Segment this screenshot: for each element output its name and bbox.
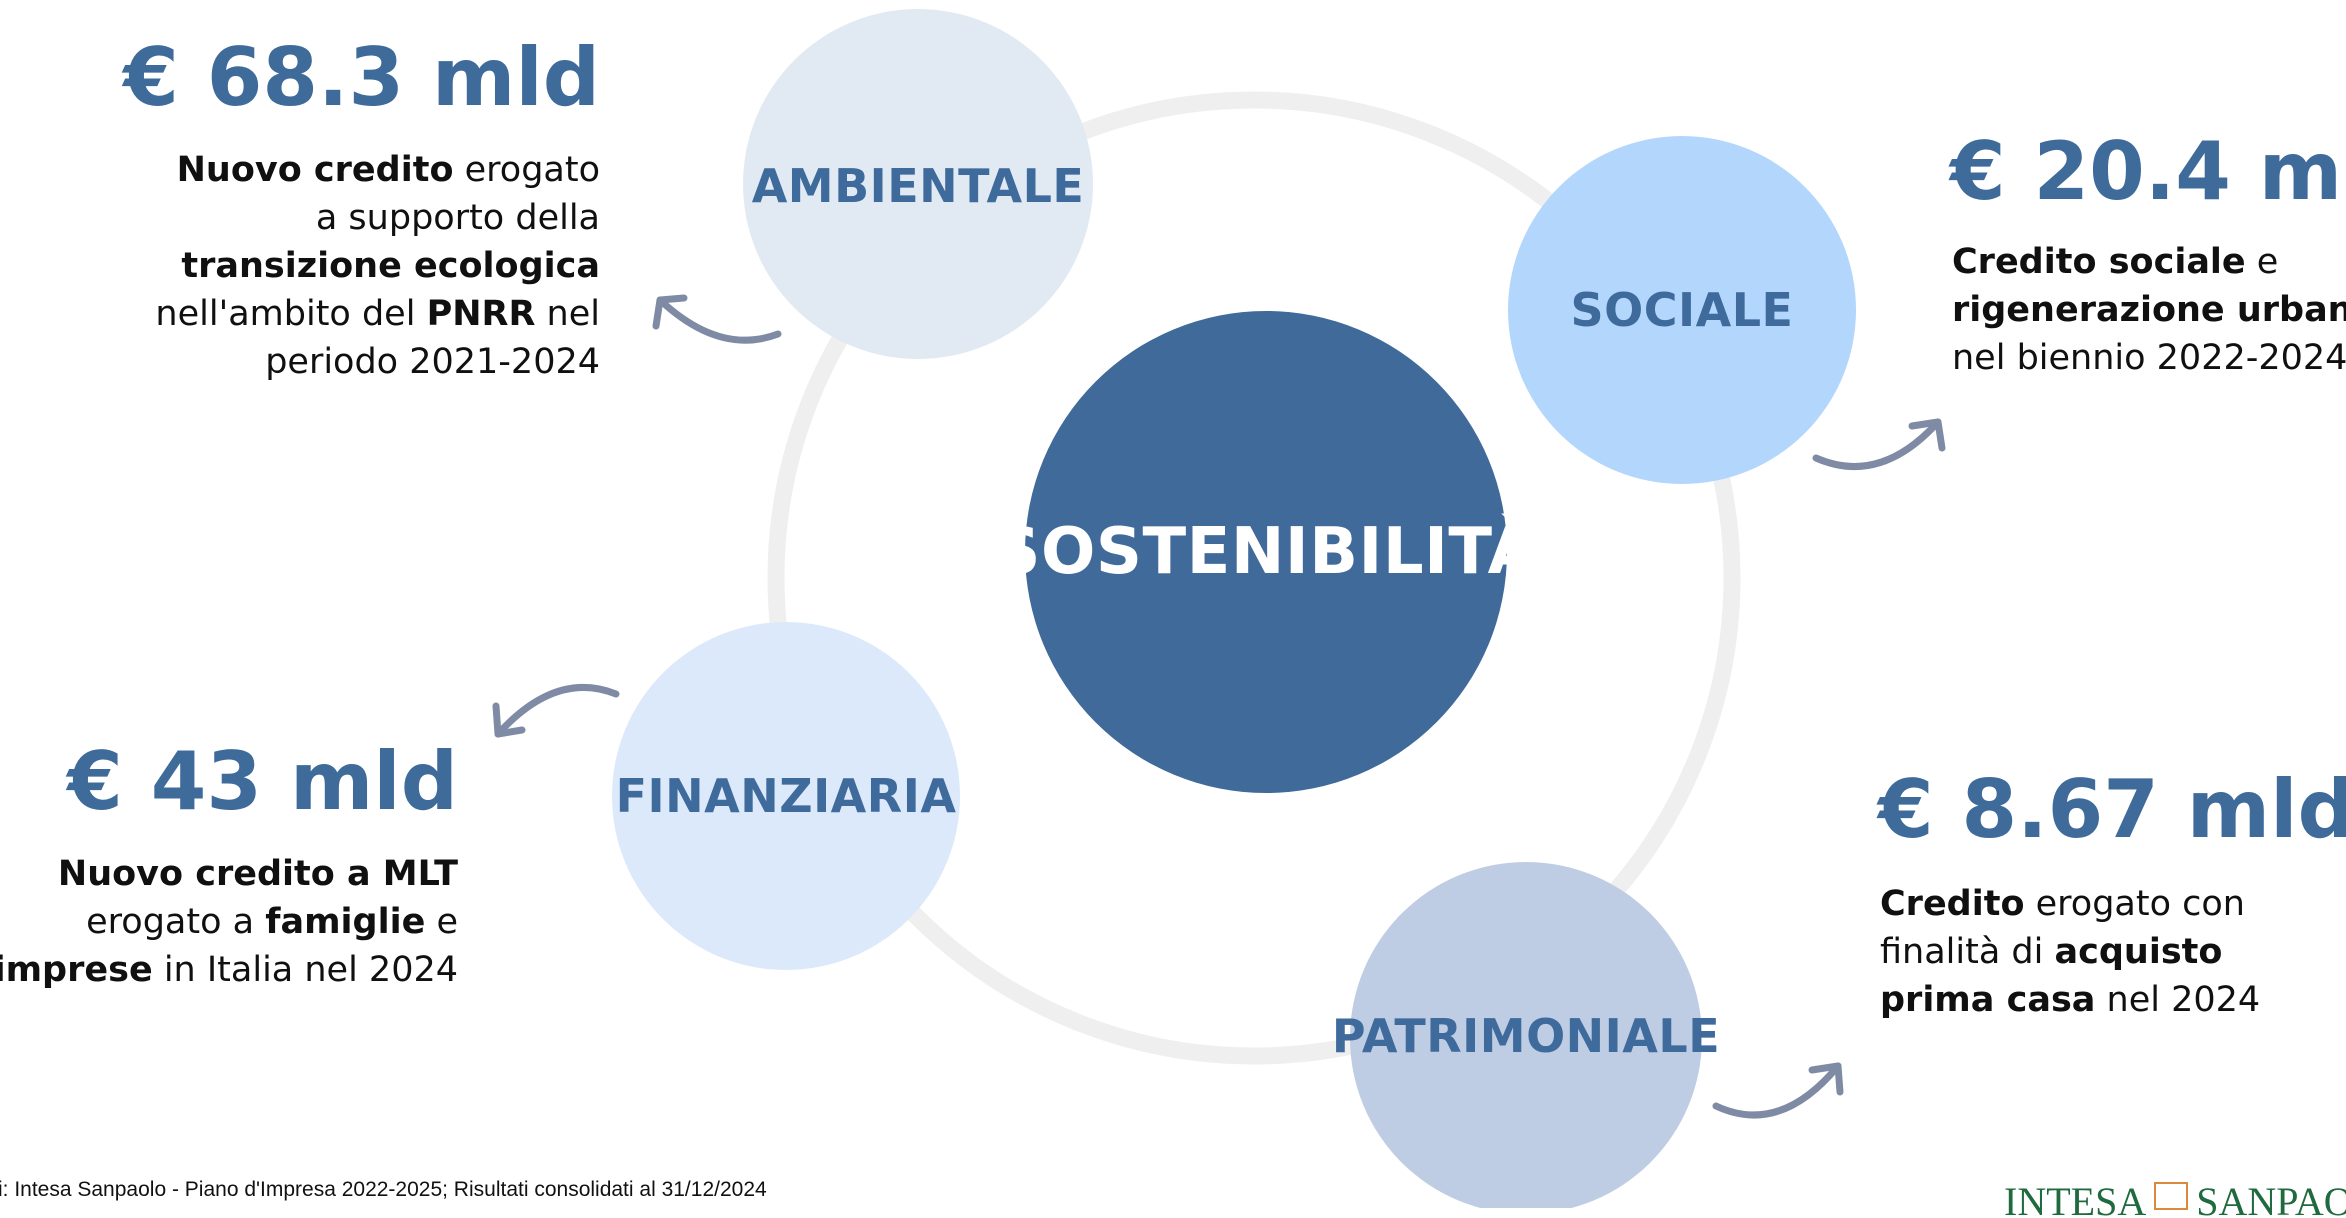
description-bold-text: PNRR [426,294,536,334]
description-text: finalità di [1880,932,2055,972]
description-text: periodo 2021-2024 [265,342,600,382]
finanziaria-label: FINANZIARIA [615,769,957,823]
description-line: Credito sociale e [1952,238,2346,286]
description-line: a supporto della [155,194,600,242]
description-line: nell'ambito del PNRR nel [155,290,600,338]
patrimoniale-label: PATRIMONIALE [1331,1009,1721,1063]
description-bold-text: Nuovo credito a MLT [57,854,458,894]
logo-text-left: INTESA [2004,1179,2147,1218]
center-circle [1025,311,1507,793]
description-text: erogato a [86,902,266,942]
description-text: erogato con [2024,884,2245,924]
finanziaria-circle [612,622,960,970]
description-text: nel 2024 [2095,980,2261,1020]
finanziaria-arrow-icon [492,684,620,738]
intesa-sanpaolo-logo: INTESA SANPAOLO [2004,1178,2346,1218]
outer-ring [767,91,1741,1065]
description-line: imprese in Italia nel 2024 [0,946,458,994]
description-line: Nuovo credito a MLT [0,850,458,898]
ambientale-circle [743,9,1093,359]
sociale-label: SOCIALE [1570,283,1794,337]
patrimoniale-circle [1350,862,1702,1208]
description-text: e [2245,242,2279,282]
description-line: nel biennio 2022-2024 [1952,334,2346,382]
description-bold-text: imprese [0,950,153,990]
description-line: prima casa nel 2024 [1880,976,2260,1024]
ambientale-label: AMBIENTALE [751,159,1085,213]
sociale-arrow-icon [1812,418,1946,471]
description-text: e [425,902,458,942]
sociale-amount: € 20.4 mld [1950,125,2346,218]
description-bold-text: famiglie [265,902,426,942]
sociale-circle [1508,136,1856,484]
description-text: nell'ambito del [155,294,427,334]
finanziaria-amount: € 43 mld [67,735,458,828]
ambientale-arrow-icon [652,294,782,344]
description-line: finalità di acquisto [1880,928,2260,976]
description-text: nel [535,294,600,334]
patrimoniale-arrow-icon [1712,1062,1844,1119]
description-bold-text: Nuovo credito [176,150,454,190]
description-line: Nuovo credito erogato [155,146,600,194]
description-line: rigenerazione urbana [1952,286,2346,334]
center-label: SOSTENIBILITÀ [994,515,1538,589]
description-bold-text: Credito [1880,884,2025,924]
logo-text-right: SANPAOLO [2196,1179,2346,1218]
description-bold-text: acquisto [2054,932,2223,972]
description-bold-text: prima casa [1880,980,2096,1020]
ambientale-amount: € 68.3 mld [123,31,600,124]
description-bold-text: Credito sociale [1952,242,2246,282]
description-bold-text: transizione ecologica [181,246,600,286]
patrimoniale-amount: € 8.67 mld [1878,763,2346,856]
logo-mark-icon [2154,1182,2189,1210]
description-line: Credito erogato con [1880,880,2260,928]
source-footnote: i: Intesa Sanpaolo - Piano d'Impresa 202… [0,1178,767,1201]
description-text: erogato [453,150,600,190]
description-text: in Italia nel 2024 [152,950,458,990]
description-bold-text: rigenerazione urbana [1952,290,2346,330]
description-text: nel biennio 2022-2024 [1952,338,2346,378]
description-line: erogato a famiglie e [0,898,458,946]
description-line: periodo 2021-2024 [155,338,600,386]
description-line: transizione ecologica [155,242,600,290]
description-text: a supporto della [315,198,600,238]
